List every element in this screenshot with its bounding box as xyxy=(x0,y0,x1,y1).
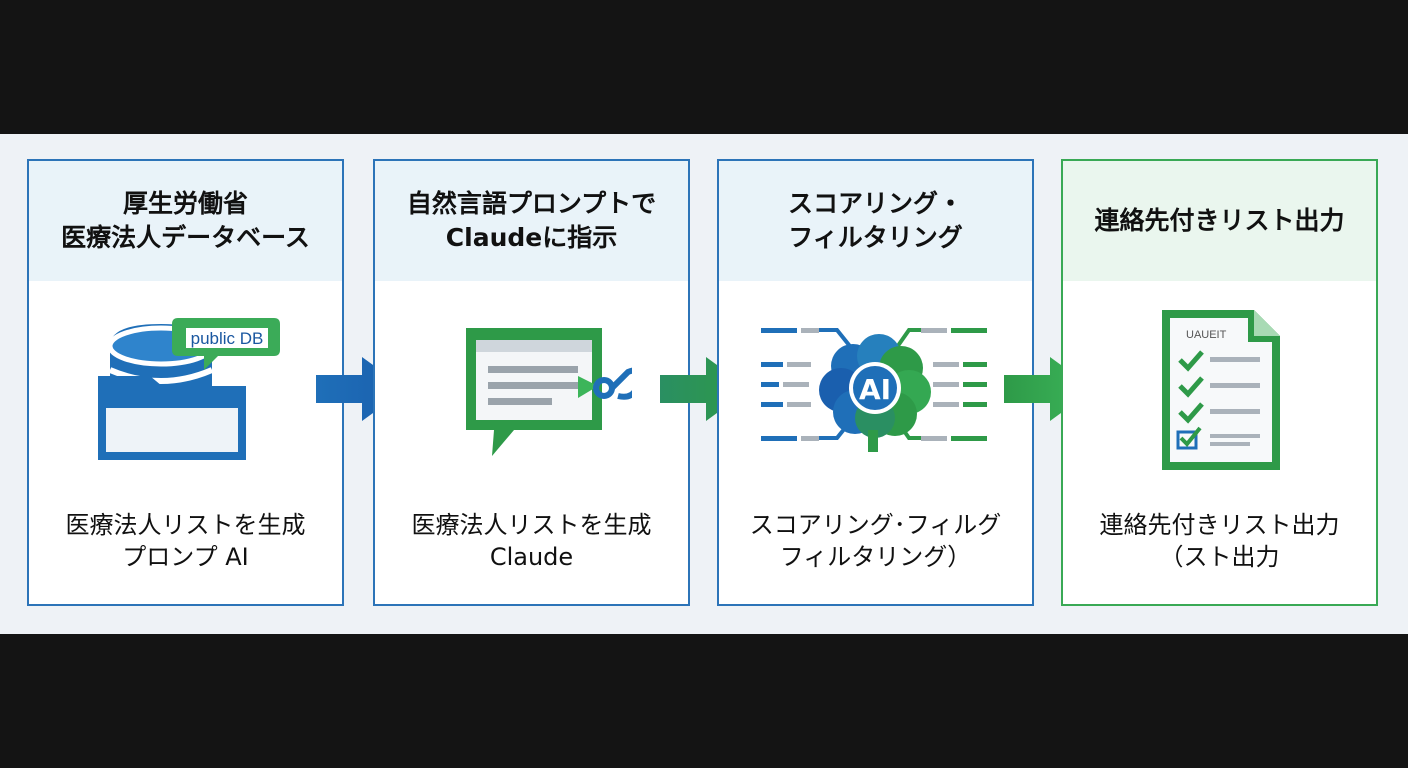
step-3-description: スコアリング･フィルグ フィルタリング） xyxy=(749,510,1002,571)
document-header-text: UAUEIT xyxy=(1186,329,1227,341)
step-2-title: 自然言語プロンプトで Claudeに指示 xyxy=(375,161,688,281)
database-folder-icon: public DB xyxy=(29,306,342,476)
public-db-badge: public DB xyxy=(190,329,263,348)
ai-brain-icon: AI xyxy=(719,306,1032,476)
step-4-title: 連絡先付きリスト出力 xyxy=(1063,161,1376,281)
checklist-document-icon: UAUEIT xyxy=(1063,306,1376,476)
chat-prompt-icon xyxy=(375,306,688,476)
ai-badge: AI xyxy=(858,373,890,406)
step-4-description: 連絡先付きリスト出力 （スト出力 xyxy=(1099,510,1340,571)
step-card-3: スコアリング・ フィルタリング xyxy=(717,159,1034,606)
step-1-title: 厚生労働省 医療法人データベース xyxy=(29,161,342,281)
step-1-description: 医療法人リストを生成 プロンプ AI xyxy=(65,510,306,571)
step-card-1: 厚生労働省 医療法人データベース public DB 医療法人リストを生成 プロ… xyxy=(27,159,344,606)
step-card-4: 連絡先付きリスト出力 UAUEIT 連絡先付きリスト出力 （スト出力 xyxy=(1061,159,1378,606)
step-2-description: 医療法人リストを生成 Claude xyxy=(411,510,652,571)
step-card-2: 自然言語プロンプトで Claudeに指示 医療法人リストを生成 Claude xyxy=(373,159,690,606)
step-3-title: スコアリング・ フィルタリング xyxy=(719,161,1032,281)
